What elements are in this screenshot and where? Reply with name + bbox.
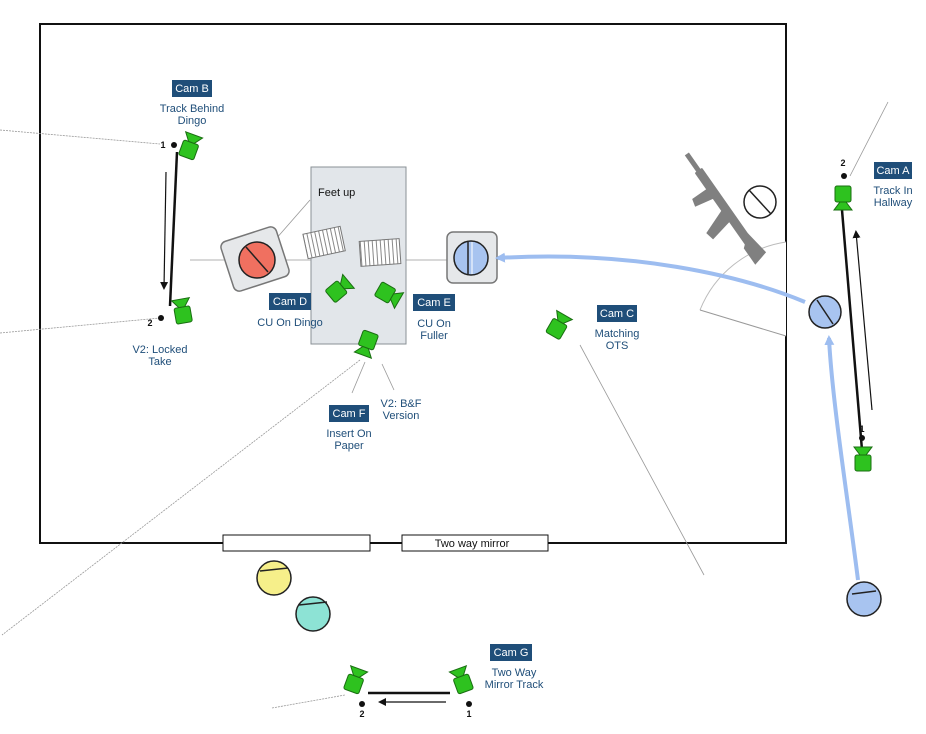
cam-g-mark-right: 1 [466, 709, 471, 719]
camera-icon [325, 273, 356, 303]
svg-text:Track Behind: Track Behind [160, 103, 224, 115]
camera-icon [833, 185, 853, 211]
cam-d-label: Cam D CU On Dingo [257, 293, 323, 329]
svg-text:Version: Version [383, 410, 420, 422]
svg-text:Matching: Matching [595, 328, 640, 340]
camera-icon [170, 296, 193, 325]
svg-text:Hallway: Hallway [874, 197, 913, 209]
door-swing [699, 241, 787, 337]
svg-text:Two Way: Two Way [492, 667, 537, 679]
cam-f-label: Cam F Insert On Paper V2: B&F Version [326, 398, 421, 452]
camera-icon [853, 446, 873, 472]
path-arrow-hallway [824, 335, 860, 581]
cam-e-label: Cam E CU On Fuller [413, 294, 455, 342]
cam-a-label: Cam A Track In Hallway [873, 162, 913, 209]
cam-g-label: Cam G Two Way Mirror Track [485, 644, 544, 691]
camera-icon [178, 131, 204, 161]
actor-hallway [846, 581, 882, 617]
svg-text:Insert On: Insert On [326, 428, 371, 440]
actor-door [808, 295, 842, 329]
camera-icon [374, 281, 405, 310]
svg-text:Paper: Paper [334, 440, 364, 452]
camera-icon [448, 665, 474, 695]
actor-teal [295, 596, 331, 632]
svg-text:Cam C: Cam C [600, 308, 634, 320]
svg-text:Cam B: Cam B [175, 83, 209, 95]
room-wall [39, 23, 787, 544]
cam-a-track: 2 1 [840, 158, 873, 451]
svg-text:Cam A: Cam A [876, 165, 910, 177]
camera-icon [353, 329, 379, 359]
paper-icon [358, 238, 402, 267]
svg-text:Mirror Track: Mirror Track [485, 679, 544, 691]
cam-g-mark-left: 2 [359, 709, 364, 719]
svg-text:Cam F: Cam F [333, 408, 366, 420]
svg-text:Cam G: Cam G [494, 647, 529, 659]
cam-a-mark-start: 2 [840, 158, 845, 168]
svg-text:Take: Take [148, 356, 171, 368]
cam-b-track: 1 2 [147, 140, 179, 328]
mirror-panel-right [401, 534, 549, 552]
svg-text:V2: Locked: V2: Locked [132, 344, 187, 356]
svg-text:Cam E: Cam E [417, 297, 451, 309]
camera-icon [545, 309, 574, 340]
svg-text:Dingo: Dingo [178, 115, 207, 127]
cam-b-label: Cam B Track Behind Dingo V2: Locked Take [132, 80, 224, 368]
camera-icons [170, 131, 873, 695]
actor-dingo [238, 241, 276, 279]
svg-text:Cam D: Cam D [273, 296, 307, 308]
mirror-label: Two way mirror [435, 538, 510, 550]
svg-text:CU On: CU On [417, 318, 451, 330]
svg-text:CU On Dingo: CU On Dingo [257, 317, 322, 329]
camera-icon [343, 665, 369, 695]
cam-c-label: Cam C Matching OTS [595, 305, 640, 352]
actor-fuller [453, 240, 489, 276]
cam-b-mark-bottom: 2 [147, 318, 152, 328]
svg-text:Track In: Track In [873, 185, 912, 197]
feet-up-label: Feet up [318, 187, 355, 199]
path-arrow-to-fuller [495, 252, 806, 304]
svg-text:Fuller: Fuller [420, 330, 448, 342]
actor-prop-circle [743, 185, 777, 219]
actor-yellow [256, 560, 292, 596]
rifle-icon [684, 152, 767, 265]
svg-text:OTS: OTS [606, 340, 629, 352]
cam-g-track: 2 1 [359, 691, 472, 719]
cam-b-mark-top: 1 [160, 140, 165, 150]
cam-a-mark-end: 1 [859, 424, 864, 434]
svg-text:V2: B&F: V2: B&F [381, 398, 422, 410]
mirror-panel-left [222, 534, 371, 552]
paper-icon [302, 225, 346, 260]
